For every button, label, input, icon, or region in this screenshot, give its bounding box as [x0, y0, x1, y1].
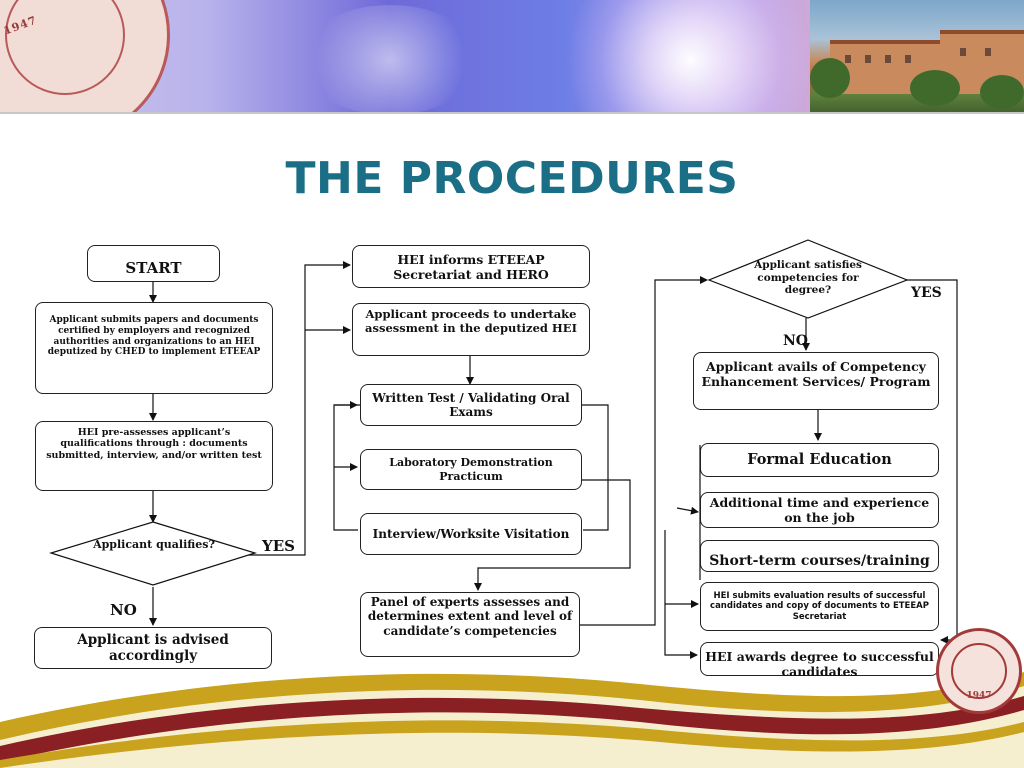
formal-education-box: Formal Education: [700, 443, 939, 477]
footer-swoosh-decoration: [0, 672, 1024, 768]
short-term-courses-box: Short-term courses/training: [700, 540, 939, 572]
bracket-assessment-methods: [333, 404, 360, 531]
panel-assessment-box: Panel of experts assesses and determines…: [360, 592, 580, 657]
written-test-box: Written Test / Validating Oral Exams: [360, 384, 582, 426]
evaluation-results-box: HEI submits evaluation results of succes…: [700, 582, 939, 631]
building-window: [885, 55, 891, 63]
tree: [980, 75, 1024, 109]
header-divider: [0, 112, 1024, 114]
submit-documents-box: Applicant submits papers and documents c…: [35, 302, 273, 394]
building-window: [985, 48, 991, 56]
footer-seal-inner-ring: [951, 643, 1007, 699]
university-seal-logo: 1947: [0, 0, 170, 112]
qualifies-question: Applicant qualifies?: [93, 538, 215, 552]
bracket-assessment-methods-right: [582, 404, 609, 531]
banner-light-glow: [560, 0, 820, 112]
building-window: [845, 55, 851, 63]
awards-degree-box: HEI awards degree to successful candidat…: [700, 642, 939, 679]
building-window: [960, 48, 966, 56]
no-label-satisfies: NO: [783, 333, 808, 349]
arrow-panel-to-satisfies: [580, 276, 708, 626]
tree: [810, 58, 850, 98]
preassess-box: HEI pre-assesses applicant’s qualificati…: [35, 421, 273, 491]
building-window: [865, 55, 871, 63]
campus-building: [830, 40, 950, 94]
yes-label: YES: [262, 537, 295, 555]
additional-experience-box: Additional time and experience on the jo…: [700, 492, 939, 528]
satisfies-question: Applicant satisfies competencies for deg…: [754, 259, 862, 297]
inform-secretariat-box: HEI informs ETEEAP Secretariat and HERO: [352, 245, 590, 288]
yes-label-satisfies: YES: [911, 285, 942, 301]
proceeds-assessment-box: Applicant proceeds to undertake assessme…: [352, 303, 590, 356]
tree: [910, 70, 960, 106]
competency-enhancement-box: Applicant avails of Competency Enhanceme…: [693, 352, 939, 410]
arrow-to-awards: [664, 530, 698, 659]
building-window: [905, 55, 911, 63]
arrow-to-options: [676, 506, 699, 515]
footer-seal-year: 1947: [966, 691, 992, 701]
banner-light-glow-secondary: [300, 5, 480, 112]
header-banner: 1947: [0, 0, 1024, 112]
no-label: NO: [110, 601, 137, 619]
footer-university-seal: 1947: [936, 628, 1022, 714]
interview-box: Interview/Worksite Visitation: [360, 513, 582, 555]
seal-inner-ring: [5, 0, 125, 95]
lab-demo-box: Laboratory Demonstration Practicum: [360, 449, 582, 490]
page-title: THE PROCEDURES: [285, 153, 739, 204]
start-box: START: [87, 245, 220, 282]
campus-building-photo: [810, 0, 1024, 112]
advised-box: Applicant is advised accordingly: [34, 627, 272, 669]
